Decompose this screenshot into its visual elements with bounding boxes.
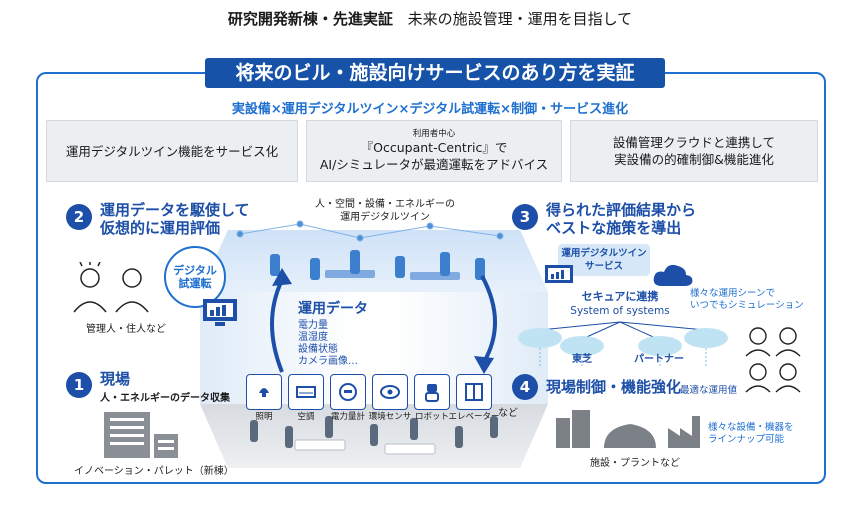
sensors-etc: など <box>498 408 518 419</box>
step-2-title: 運用データを駆使して 仮想的に運用評価 <box>100 201 250 237</box>
env-sensor-icon <box>372 374 408 410</box>
twin-network-icon <box>236 220 504 280</box>
concept-2-line1: 『Occupant-Centric』で <box>360 140 508 155</box>
sensor-aircon: 空調 <box>288 374 324 422</box>
security-line1: セキュアに連携 <box>581 290 659 303</box>
sensor-env: 環境センサ <box>369 374 411 422</box>
aircon-icon <box>288 374 324 410</box>
step-3-number: 3 <box>512 204 538 230</box>
concept-box-3: 設備管理クラウドと連携して 実設備の的確制御&機能進化 <box>570 120 818 182</box>
concept-1-text: 運用デジタルツイン機能をサービス化 <box>65 143 279 159</box>
workers-icon <box>745 327 801 393</box>
service-line2: サービス <box>584 261 623 272</box>
simulation-line1: 様々な運用シーンで <box>690 288 776 299</box>
lineup-note: 様々な設備・機器を ラインナップ可能 <box>708 422 794 446</box>
concept-box-2: 利用者中心 『Occupant-Centric』で AI/シミュレータが最適運転… <box>306 120 562 182</box>
header-normal: 未来の施設管理・運用を目指して <box>407 10 633 28</box>
concept-3-line2: 実設備の的確制御&機能進化 <box>614 152 774 167</box>
step-1-title: 現場 <box>100 370 131 388</box>
ops-data-item: 設備状態 <box>298 344 338 355</box>
concept-box-1: 運用デジタルツイン機能をサービス化 <box>46 120 298 182</box>
sensor-label: ロボット <box>414 412 449 422</box>
sensor-power-meter: 電力量計 <box>330 374 366 422</box>
step-1-number: 1 <box>66 372 92 398</box>
service-monitor-icon <box>545 265 573 283</box>
twin-label-line1: 人・空間・設備・エネルギーの <box>315 199 455 210</box>
ops-data-item: カメラ画像… <box>298 356 358 367</box>
header-bold: 研究開発新棟・先進実証 <box>227 10 393 28</box>
step-2-number: 2 <box>66 204 92 230</box>
step-3-title-line1: 得られた評価結果から <box>546 201 697 219</box>
data-flow-arrows <box>270 268 497 374</box>
digital-trial-line2: 試運転 <box>178 277 212 290</box>
simulation-note: 様々な運用シーンで いつでもシミュレーション <box>690 288 804 312</box>
lineup-line1: 様々な設備・機器を <box>708 422 794 433</box>
digital-trial-badge: デジタル 試運転 <box>164 246 226 308</box>
sensor-label: 照明 <box>255 412 273 422</box>
robot-icon <box>414 374 450 410</box>
building-label: イノベーション・パレット（新棟） <box>74 466 234 477</box>
power-meter-icon <box>330 374 366 410</box>
service-line1: 運用デジタルツイン <box>561 248 647 259</box>
simulation-line2: いつでもシミュレーション <box>690 300 804 311</box>
step-3-title: 得られた評価結果から ベストな施策を導出 <box>546 201 696 237</box>
sensor-label: 環境センサ <box>368 412 412 422</box>
step-4-number: 4 <box>512 374 538 400</box>
page-header: 研究開発新棟・先進実証 未来の施設管理・運用を目指して <box>0 8 860 29</box>
sensor-robot: ロボット <box>414 374 450 422</box>
sensor-label: 空調 <box>297 412 315 422</box>
step-2-title-line2: 仮想的に運用評価 <box>100 219 221 237</box>
partner-other: パートナー <box>634 354 684 365</box>
security-note: セキュアに連携 System of systems <box>560 290 680 318</box>
service-badge: 運用デジタルツイン サービス <box>558 244 650 276</box>
cloud-icon <box>653 264 693 286</box>
concept-2-line2: AI/シミュレータが最適運転をアドバイス <box>319 157 549 172</box>
ops-data: 運用データ 電力量 温湿度 設備状態 カメラ画像… <box>298 298 368 368</box>
building-icon <box>104 412 178 458</box>
monitor-chart-icon <box>203 299 237 326</box>
sensor-row: 照明 空調 電力量計 環境センサ ロボット エレベーター など <box>246 374 518 422</box>
admin-label: 管理人・住人など <box>86 324 166 335</box>
twin-label-line2: 運用デジタルツイン <box>340 212 430 223</box>
sensor-label: 電力量計 <box>330 412 365 422</box>
digital-twin-layer <box>200 230 548 292</box>
step-4-sub: 最適な運用値 <box>680 385 738 396</box>
subtitle: 実設備×運用デジタルツイン×デジタル試運転×制御・サービス進化 <box>231 102 629 117</box>
lineup-line2: ラインナップ可能 <box>708 434 785 445</box>
ops-data-title: 運用データ <box>298 301 368 317</box>
step-2-title-line1: 運用データを駆使して <box>100 201 250 219</box>
office-people-icon <box>250 416 498 455</box>
plants-label: 施設・プラントなど <box>590 458 680 469</box>
cloud-network <box>518 321 728 368</box>
ops-data-item: 温湿度 <box>298 332 328 343</box>
step-1-sub: 人・エネルギーのデータ収集 <box>100 393 230 404</box>
digital-trial-line1: デジタル <box>173 264 217 277</box>
concept-3-line1: 設備管理クラウドと連携して <box>612 135 776 150</box>
lighting-icon <box>246 374 282 410</box>
partner-toshiba: 東芝 <box>572 354 592 365</box>
sensor-label: エレベーター <box>448 412 500 422</box>
step-4-title: 現場制御・機能強化 <box>546 378 682 396</box>
elevator-icon <box>456 374 492 410</box>
sensor-elevator: エレベーター <box>448 374 500 422</box>
twin-label: 人・空間・設備・エネルギーの 運用デジタルツイン <box>300 198 470 224</box>
banner-title: 将来のビル・施設向けサービスのあり方を実証 <box>205 58 665 88</box>
sensor-lighting: 照明 <box>246 374 282 422</box>
ops-data-item: 電力量 <box>298 320 328 331</box>
plants-icon <box>556 410 700 448</box>
step-3-title-line2: ベストな施策を導出 <box>546 219 682 237</box>
admin-residents-icon <box>73 262 149 313</box>
security-line2: System of systems <box>570 305 670 317</box>
concept-2-small: 利用者中心 <box>412 129 456 139</box>
